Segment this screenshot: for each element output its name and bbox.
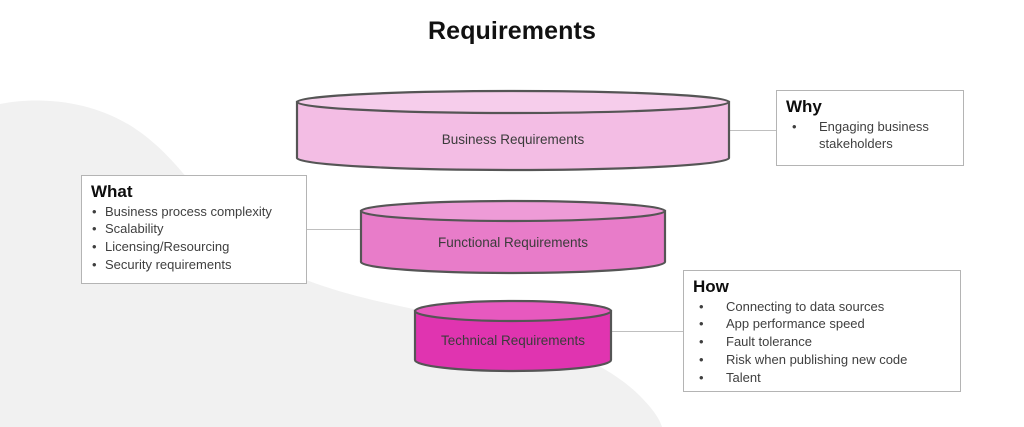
list-item: • Licensing/Resourcing — [91, 238, 298, 256]
bullet-glyph: • — [699, 316, 704, 332]
callout-how-list: • Connecting to data sources • App perfo… — [693, 298, 952, 388]
callout-what-list: • Business process complexity • Scalabil… — [91, 203, 298, 275]
list-item-label: Engaging business stakeholders — [819, 118, 929, 152]
page-title: Requirements — [428, 17, 596, 45]
list-item-label: Risk when publishing new code — [726, 352, 908, 368]
list-item-label: Talent — [726, 370, 761, 386]
list-item-label: App performance speed — [726, 316, 865, 332]
list-item: • Security requirements — [91, 256, 298, 274]
list-item: • Fault tolerance — [693, 333, 952, 351]
list-item-label: Security requirements — [105, 257, 232, 273]
list-item: • App performance speed — [693, 315, 952, 333]
cylinder-technical-requirements[interactable]: Technical Requirements — [412, 298, 614, 374]
connector-technical-to-how — [611, 331, 683, 332]
list-item: • Connecting to data sources — [693, 298, 952, 316]
callout-why-heading: Why — [786, 97, 822, 116]
callout-how[interactable]: How • Connecting to data sources • App p… — [683, 270, 961, 392]
connector-what-to-functional — [307, 229, 364, 230]
list-item: • Engaging business stakeholders — [786, 118, 955, 154]
list-item: • Business process complexity — [91, 203, 298, 221]
list-item: • Scalability — [91, 220, 298, 238]
callout-why[interactable]: Why • Engaging business stakeholders — [776, 90, 964, 166]
bullet-glyph: • — [699, 352, 704, 368]
bullet-glyph: • — [92, 203, 97, 219]
list-item: • Risk when publishing new code — [693, 351, 952, 369]
bullet-glyph: • — [699, 370, 704, 386]
list-item-label: Scalability — [105, 221, 164, 237]
bullet-glyph: • — [92, 221, 97, 237]
bullet-glyph: • — [699, 334, 704, 350]
list-item-label: Business process complexity — [105, 203, 272, 219]
bullet-glyph: • — [92, 239, 97, 255]
callout-what-heading: What — [91, 182, 133, 201]
callout-what[interactable]: What • Business process complexity • Sca… — [81, 175, 307, 284]
bullet-glyph: • — [792, 118, 797, 134]
list-item-label: Licensing/Resourcing — [105, 239, 230, 255]
callout-how-heading: How — [693, 277, 729, 296]
cylinder-functional-requirements[interactable]: Functional Requirements — [358, 198, 668, 276]
bullet-glyph: • — [92, 257, 97, 273]
bullet-glyph: • — [699, 298, 704, 314]
list-item-label: Fault tolerance — [726, 334, 812, 350]
connector-business-to-why — [729, 130, 777, 131]
list-item: • Talent — [693, 369, 952, 387]
cylinder-business-requirements[interactable]: Business Requirements — [294, 88, 732, 172]
callout-why-list: • Engaging business stakeholders — [786, 118, 955, 154]
list-item-label: Connecting to data sources — [726, 298, 885, 314]
